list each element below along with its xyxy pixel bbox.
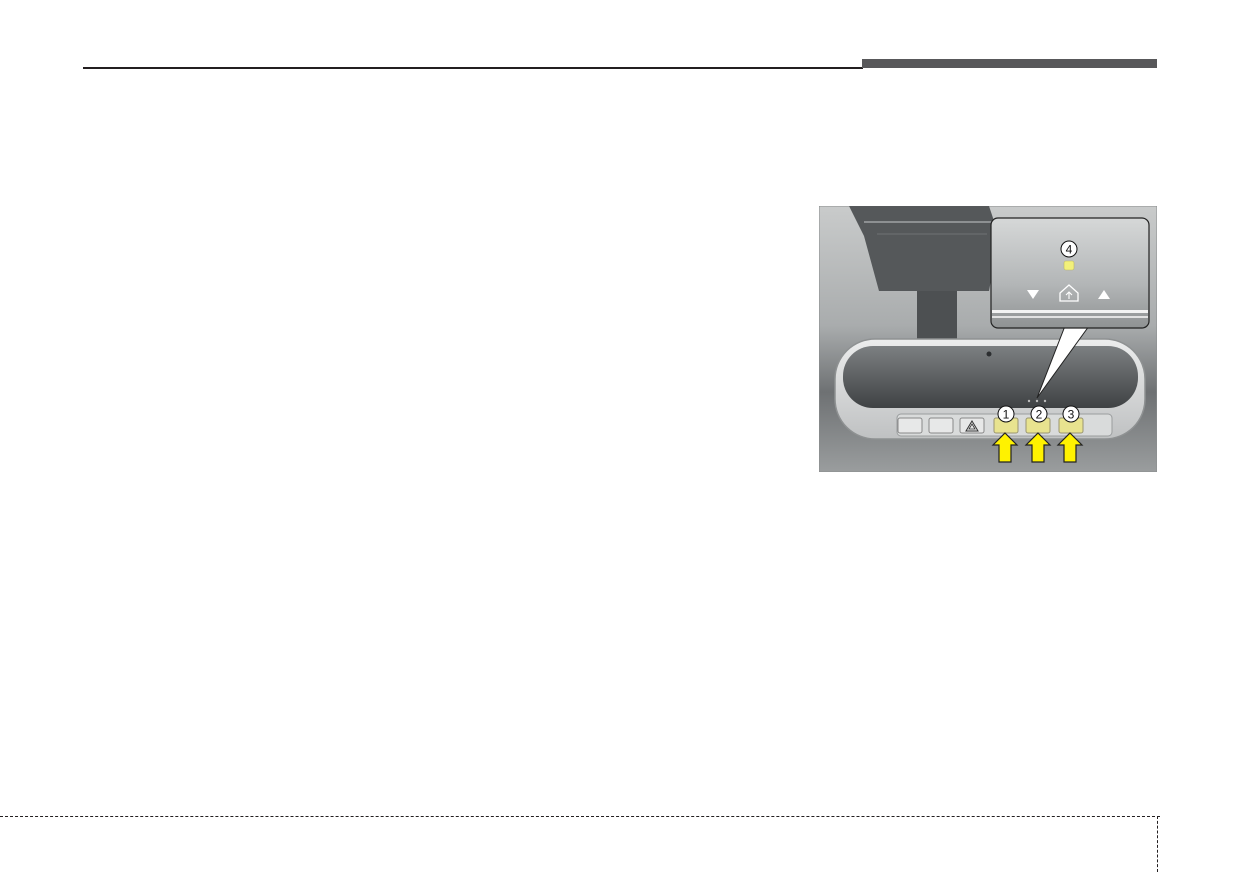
light-sensor (986, 351, 992, 357)
mirror-button-a[interactable] (897, 417, 923, 434)
overhead-console (849, 206, 999, 291)
homelink-mirror-illustration: 1 2 3 4 (819, 206, 1157, 472)
triangle-down-icon (1027, 290, 1039, 299)
callout-3: 3 (1062, 405, 1080, 423)
svg-text:4: 4 (1066, 243, 1073, 257)
mirror-button-b[interactable] (928, 417, 954, 434)
callout-2: 2 (1030, 405, 1048, 423)
up-arrow-icon (991, 432, 1019, 463)
header-rule-thick (862, 59, 1157, 68)
mirror-button-hazard[interactable] (959, 417, 985, 434)
header-rule-thin (83, 67, 863, 69)
footer-dashed-rule (0, 816, 1160, 817)
hazard-triangle-icon (965, 420, 979, 432)
footer-page-divider (1157, 816, 1158, 872)
zoom-inset: 4 (990, 217, 1150, 329)
callout-1: 1 (997, 405, 1015, 423)
up-arrow-icon (1024, 432, 1052, 463)
up-arrow-icon (1056, 432, 1084, 463)
mirror-svg: 1 2 3 4 (819, 206, 1157, 472)
svg-text:3: 3 (1068, 408, 1075, 422)
status-led (1063, 260, 1075, 271)
mirror-mount (917, 291, 957, 341)
svg-text:2: 2 (1036, 408, 1043, 422)
mirror-glass (843, 346, 1138, 408)
triangle-up-icon (1098, 290, 1110, 299)
callout-4: 4 (1060, 240, 1078, 258)
home-arrow-icon (1059, 284, 1079, 302)
svg-text:1: 1 (1003, 408, 1010, 422)
